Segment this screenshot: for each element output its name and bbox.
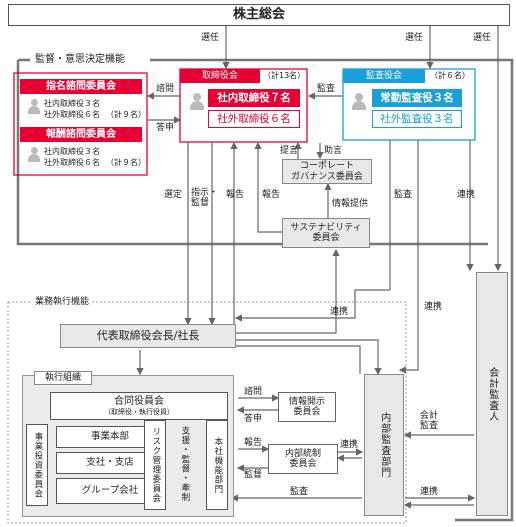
supervise-label: 監督 [244,470,263,480]
division-box: 事業本部 [56,426,164,448]
ceo-box: 代表取締役会長/社長 [60,324,236,348]
risk-committee: リスク管理委員会 [144,420,166,510]
audit-label-main: 監査 [394,190,413,200]
exec-org-label: 執行組織 [34,371,92,385]
sustainability-committee: サステナビリティ 委員会 [282,218,370,248]
consult-label: 諮問 [156,84,175,94]
internal-control-committee: 内部統制 委員会 [268,444,338,474]
compensation-outside: 社外取締役６名 [44,158,100,167]
elect-label-audit: 選任 [405,33,424,43]
nomination-inside: 社内取締役３名 [44,99,100,108]
person-icon [190,93,204,111]
audit-board-fulltime: 常勤監査役３名 [372,89,462,107]
select-label: 選定 [164,190,183,200]
compensation-total: （計９名） [106,158,146,167]
shareholders-label: 株主総会 [232,6,285,22]
board-title: 取締役会 [180,69,260,83]
accounting-auditor: 会計監査人 [476,272,508,516]
person-icon [28,99,40,115]
nomination-committee: 指名諮問委員会 社内取締役３名 社外取締役６名 （計９名） [20,79,146,124]
compensation-committee-title: 報酬諮問委員会 [20,127,142,142]
report-label-sustain: 報告 [262,190,281,200]
investment-committee: 事業投資委員会 [26,424,48,506]
proposal-label: 提言 [280,146,299,156]
nomination-total: （計９名） [106,110,146,119]
audit-to-board-label: 監査 [317,84,336,94]
cg-committee: コーポレート ガバナンス委員会 [282,159,372,184]
elect-label-board: 選任 [201,33,220,43]
internal-audit-dept: 内部監査部門 [364,374,404,516]
support-label-box: 支援・監督・牽制 [179,426,190,502]
report-back-label: 答申 [156,123,175,133]
audit-board-title: 監査役会 [343,69,425,83]
board-inside: 社内取締役７名 [208,89,300,107]
governance-section-label: 監督・意思決定機能 [32,54,128,66]
person-icon [28,147,40,163]
exec-committee: 合同役員会 （取締役・執行役員） [50,392,228,420]
board-outside: 社外取締役６名 [208,110,300,128]
hq-functions: 本社機能部門 [206,420,228,510]
report-label-board: 報告 [226,190,245,200]
coop-label-control: 連携 [340,440,359,450]
shareholders-box: 株主総会 [8,4,510,26]
coop-label-bottom: 連携 [420,487,439,497]
coop-label-audit: 連携 [424,302,443,312]
accounting-audit-label: 会計 監査 [420,411,439,432]
person-icon [352,93,366,111]
coop-label-sustain: 連携 [330,307,349,317]
info-provision-label: 情報提供 [332,199,369,209]
report-label-3: 報告 [244,438,263,448]
compensation-inside: 社内取締役３名 [44,147,100,156]
nomination-outside: 社外取締役６名 [44,110,100,119]
advice-label: 助言 [324,146,343,156]
disclosure-committee: 情報開示 委員会 [278,392,336,422]
board-total: （計13名） [263,71,306,80]
elect-label-auditor: 選任 [473,33,492,43]
report-back-label-2: 答申 [244,414,263,424]
audit-board-outside: 社外監査役３名 [372,110,462,128]
nomination-committee-title: 指名諮問委員会 [20,79,142,94]
compensation-committee: 報酬諮問委員会 社内取締役３名 社外取締役６名 （計９名） [20,127,146,172]
audit-label-exec: 監査 [290,487,309,497]
consult-label-2: 諮問 [244,387,263,397]
direct-supervise-label: 指示・ 監督 [191,188,219,209]
execution-section-label: 業務執行機能 [32,297,93,308]
coop-label-auditor: 連携 [457,190,476,200]
audit-board-total: （計６名） [430,71,470,80]
